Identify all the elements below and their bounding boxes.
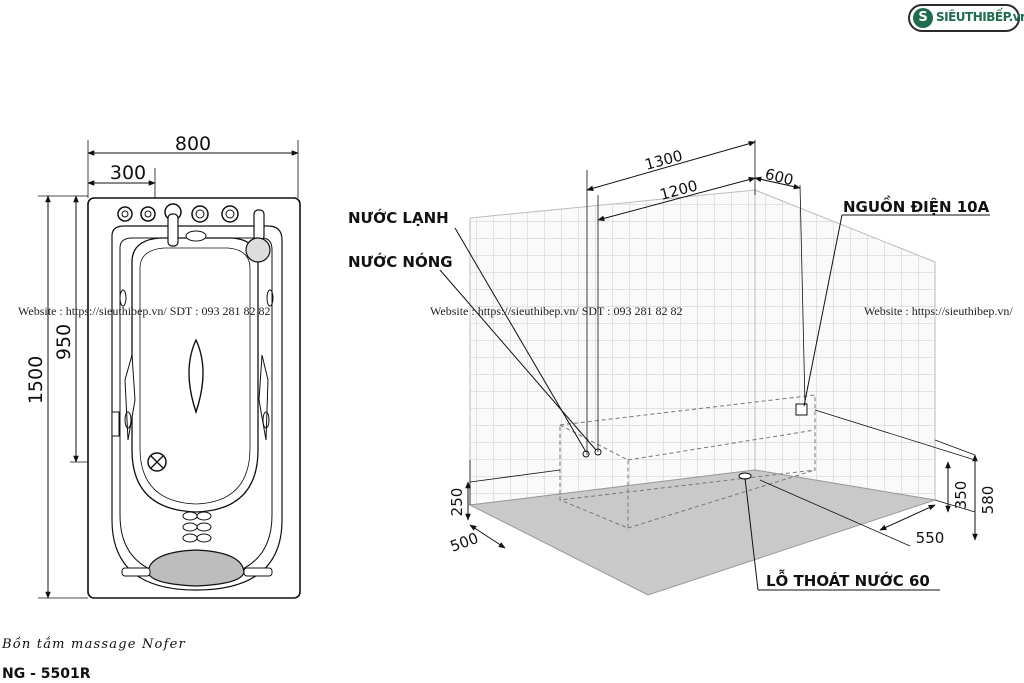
dim-250: 250	[448, 488, 466, 517]
side-wall	[754, 189, 936, 501]
power-socket	[795, 403, 808, 416]
dim-350: 350	[952, 481, 970, 510]
label-power: NGUỒN ĐIỆN 10A	[843, 194, 990, 216]
dim-1500: 1500	[25, 356, 47, 404]
watermark-1: Website : https://sieuthibep.vn/ SDT : 0…	[18, 304, 271, 318]
model-number: NG - 5501R	[2, 666, 91, 682]
tub-footprint	[559, 394, 816, 529]
dim-950: 950	[53, 324, 75, 360]
dim-1300: 1300	[643, 147, 685, 174]
installation-view: 1300 1200 600 250 500 350 580 550 NƯỚC L…	[348, 140, 997, 596]
watermark-3: Website : https://sieuthibep.vn/	[864, 304, 1013, 318]
center-jet	[188, 338, 204, 415]
foot-jets	[182, 511, 212, 543]
dim-300: 300	[110, 162, 146, 184]
logo-text: SIÊUTHIBẾP.vn	[936, 10, 1024, 24]
dim-580: 580	[979, 486, 997, 515]
drain-icon	[147, 452, 167, 472]
control-knobs	[117, 205, 239, 223]
left-grip	[124, 354, 136, 441]
side-jets	[119, 289, 274, 429]
right-grip	[258, 354, 269, 441]
back-wall	[469, 189, 756, 506]
dim-550: 550	[916, 529, 945, 547]
brand-logo: S SIÊUTHIBẾP.vn	[908, 4, 1024, 32]
watermark-2: Website : https://sieuthibep.vn/ SDT : 0…	[430, 304, 683, 318]
dim-500: 500	[448, 529, 481, 556]
dim-600: 600	[763, 165, 795, 189]
logo-s-icon: S	[913, 8, 933, 28]
label-hot-water: NƯỚC NÓNG	[348, 252, 453, 271]
label-cold-water: NƯỚC LẠNH	[348, 208, 449, 227]
faucet-icon	[164, 203, 207, 247]
hand-shower-icon	[245, 209, 271, 263]
label-drain: LỖ THOÁT NƯỚC 60	[766, 569, 930, 590]
product-caption: Bồn tắm massage Nofer	[2, 637, 186, 652]
dim-800: 800	[175, 133, 211, 155]
cold-water-outlet	[582, 450, 590, 458]
top-view: 800 300 1500 950	[25, 133, 301, 599]
headrest	[147, 549, 245, 587]
